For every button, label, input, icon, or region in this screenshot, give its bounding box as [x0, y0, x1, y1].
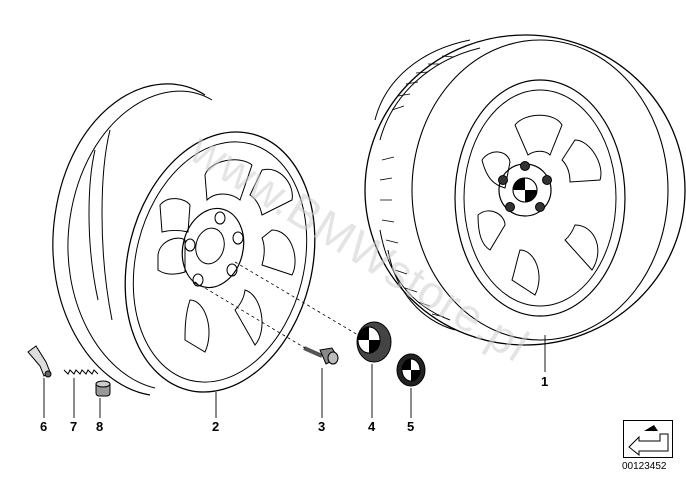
alloy-rim: [52, 83, 316, 396]
callout-4: 4: [368, 419, 376, 434]
diagram-number: 00123452: [622, 461, 667, 472]
callout-3: 3: [318, 419, 326, 434]
callout-1: 1: [541, 374, 549, 389]
valve-stem: [27, 345, 52, 378]
valve-cap: [95, 380, 111, 397]
wheel-bolt: [303, 346, 339, 365]
nav-arrow-button[interactable]: [623, 420, 673, 458]
callout-6: 6: [40, 419, 48, 434]
hub-cap: [356, 321, 392, 363]
complete-wheel-with-tyre: [364, 34, 686, 346]
callout-8: 8: [96, 419, 104, 434]
arrow-icon: [628, 425, 669, 457]
valve-spring: [63, 369, 99, 375]
leader-lines: [43, 335, 546, 418]
callout-2: 2: [212, 419, 220, 434]
callout-7: 7: [70, 419, 78, 434]
bmw-emblem: [396, 353, 426, 387]
callout-5: 5: [407, 419, 415, 434]
